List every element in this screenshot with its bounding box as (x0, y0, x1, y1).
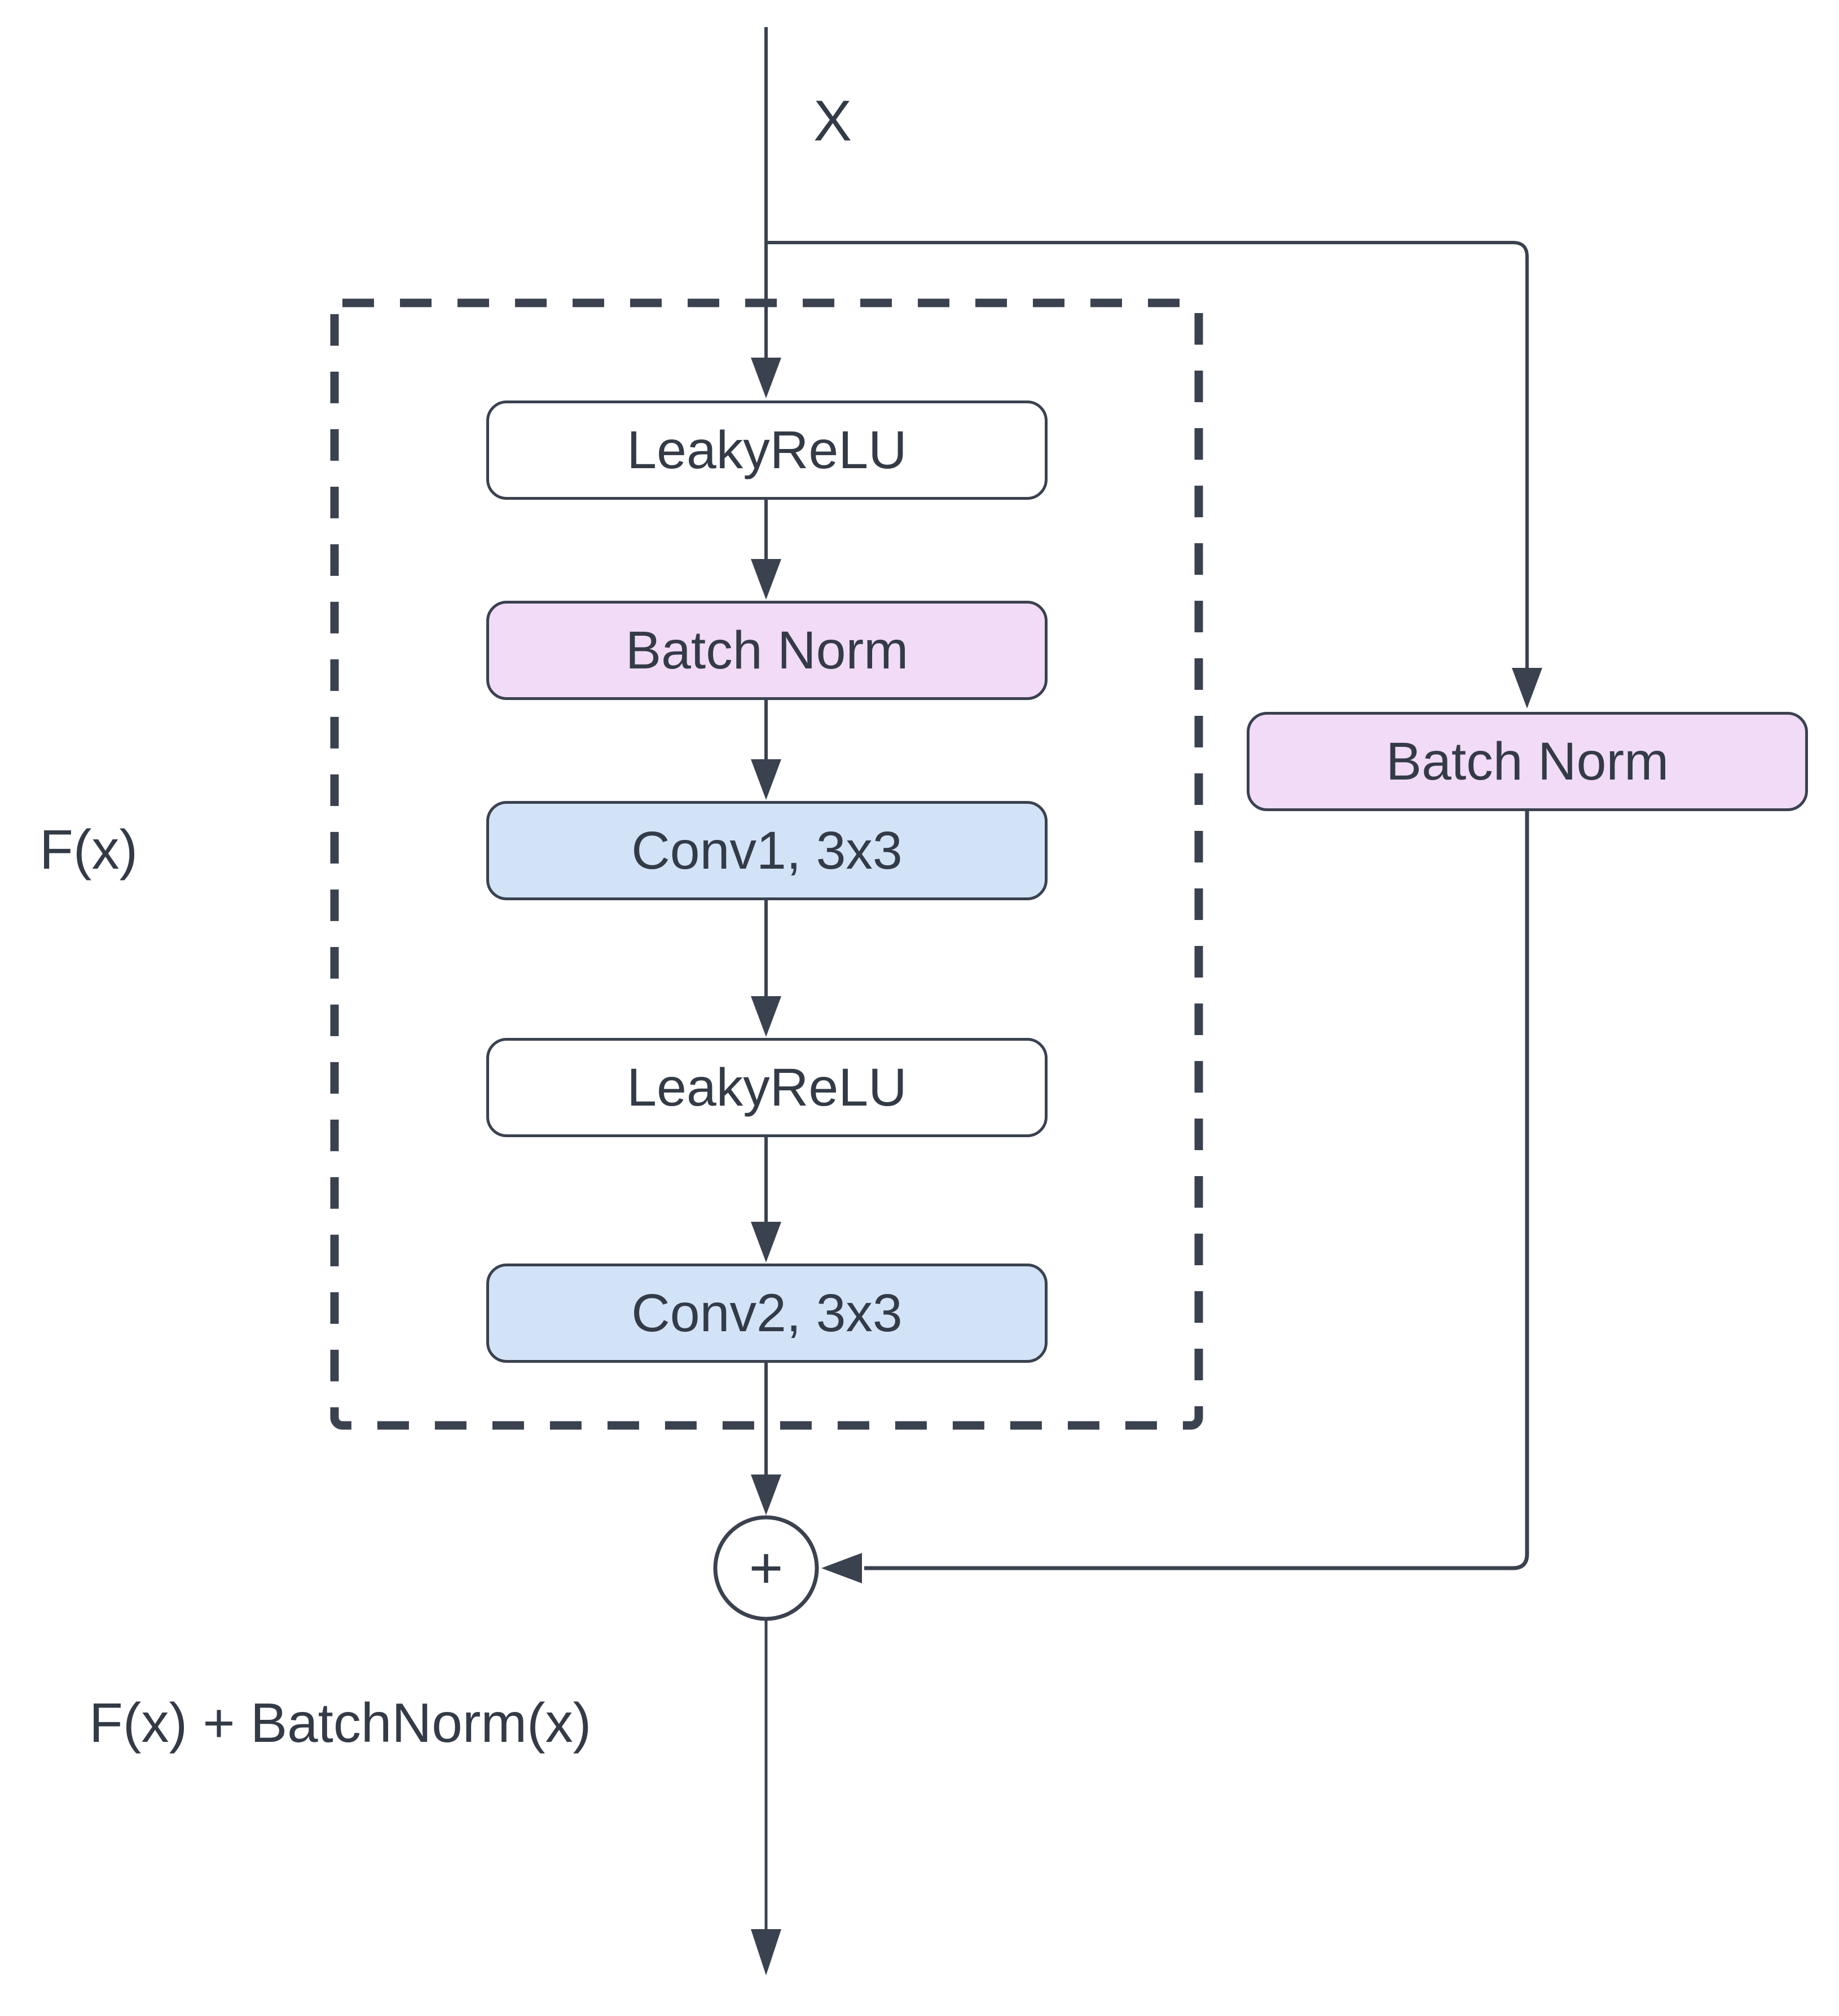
output-label: F(x) + BatchNorm(x) (89, 1692, 592, 1754)
arrowhead-into-skip-batchnorm (1512, 668, 1542, 708)
block-leakyrelu-2: LeakyReLU (486, 1038, 1048, 1137)
block-batchnorm-inner: Batch Norm (486, 601, 1048, 700)
block-conv1-3x3: Conv1, 3x3 (486, 801, 1048, 900)
arrowhead-into-leakyrelu2 (751, 996, 781, 1037)
block-conv2-3x3: Conv2, 3x3 (486, 1264, 1048, 1363)
arrowhead-into-leakyrelu1 (751, 358, 781, 398)
arrowhead-into-sum-top (751, 1474, 781, 1515)
block-batchnorm-skip: Batch Norm (1247, 712, 1808, 811)
arrowhead-output (751, 1929, 781, 1975)
skip-branch-line (766, 241, 1529, 670)
arrowhead-into-sum-right (821, 1553, 862, 1583)
arrowhead-into-conv2 (751, 1222, 781, 1262)
plus-icon: + (749, 1535, 784, 1601)
arrowhead-into-batchnorm (751, 559, 781, 600)
skip-return-line (864, 810, 1529, 1570)
fx-label: F(x) (39, 818, 138, 881)
block-leakyrelu-1: LeakyReLU (486, 400, 1048, 500)
arrowhead-into-conv1 (751, 759, 781, 800)
input-label: X (813, 89, 852, 153)
